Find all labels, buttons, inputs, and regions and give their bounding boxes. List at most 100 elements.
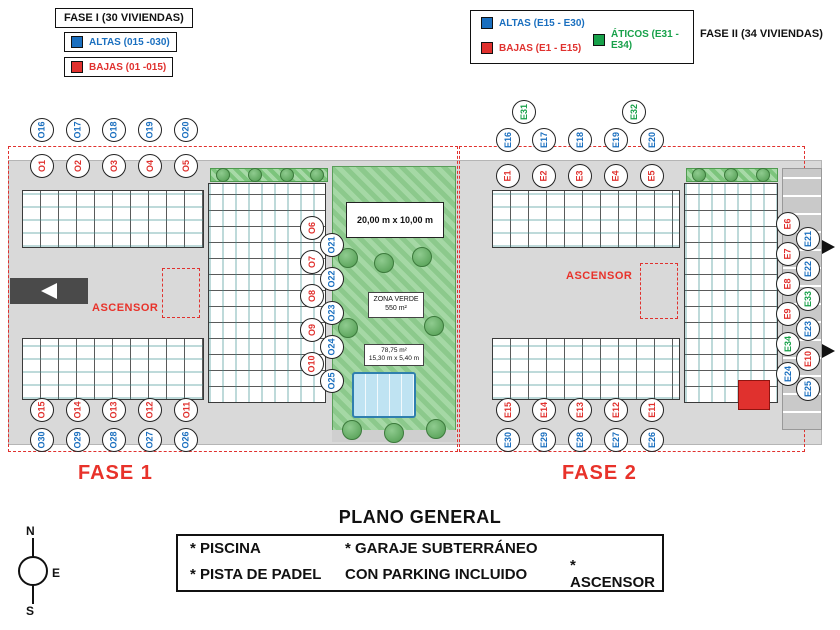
- aticos-color-swatch: [593, 34, 605, 46]
- unit-circle-E19: E19: [604, 128, 628, 152]
- unit-circle-E20: E20: [640, 128, 664, 152]
- unit-circle-E15: E15: [496, 398, 520, 422]
- highlighted-unit: [738, 380, 770, 410]
- unit-circle-E29: E29: [532, 428, 556, 452]
- unit-circle-O19: O19: [138, 118, 162, 142]
- legend-fase1-altas-label: ALTAS (015 -030): [89, 36, 170, 48]
- unit-circle-O24: O24: [320, 335, 344, 359]
- padel-dimensions: 20,00 m x 10,00 m: [356, 215, 434, 225]
- unit-circle-O3: O3: [102, 154, 126, 178]
- tree-icon: [248, 168, 262, 182]
- altas-color-swatch: [71, 36, 83, 48]
- amenity-garaje: * GARAJE SUBTERRÁNEO: [345, 540, 538, 557]
- legend-fase2-altas-label: ALTAS (E15 - E30): [499, 17, 585, 29]
- unit-circle-O21: O21: [320, 233, 344, 257]
- right-arrow-icon: [822, 240, 835, 254]
- unit-circle-O16: O16: [30, 118, 54, 142]
- unit-circle-E22: E22: [796, 257, 820, 281]
- unit-circle-E16: E16: [496, 128, 520, 152]
- unit-circle-O20: O20: [174, 118, 198, 142]
- unit-circle-O22: O22: [320, 267, 344, 291]
- unit-circle-O8: O8: [300, 284, 324, 308]
- altas-color-swatch: [481, 17, 493, 29]
- unit-circle-E17: E17: [532, 128, 556, 152]
- unit-circle-E32: E32: [622, 100, 646, 124]
- entrance-ramp: [10, 278, 88, 304]
- legend-fase1-bajas-label: BAJAS (01 -015): [89, 61, 167, 73]
- fase1-boundary: [8, 146, 458, 452]
- legend-fase2-bajas: BAJAS (E1 - E15): [475, 39, 587, 57]
- tree-icon: [412, 247, 432, 267]
- compass-dial: [18, 556, 48, 586]
- tree-icon: [384, 423, 404, 443]
- zona-verde-label: ZONA VERDE 550 m²: [368, 292, 424, 318]
- legend-fase2-title: FASE II (34 VIVIENDAS): [700, 28, 823, 40]
- unit-circle-E33: E33: [796, 287, 820, 311]
- tree-icon: [374, 253, 394, 273]
- tree-icon: [216, 168, 230, 182]
- unit-circle-O25: O25: [320, 369, 344, 393]
- unit-circle-O27: O27: [138, 428, 162, 452]
- tree-icon: [756, 168, 770, 182]
- fase1-ascensor-label: ASCENSOR: [92, 302, 159, 314]
- unit-circle-E2: E2: [532, 164, 556, 188]
- amenity-ascensor: * ASCENSOR: [570, 557, 656, 591]
- unit-circle-E24: E24: [776, 362, 800, 386]
- unit-circle-E3: E3: [568, 164, 592, 188]
- tree-icon: [310, 168, 324, 182]
- fase2-ascensor-label: ASCENSOR: [566, 270, 633, 282]
- tree-icon: [424, 316, 444, 336]
- legend-fase1-title: FASE I (30 VIVIENDAS): [55, 8, 193, 28]
- swimming-pool: [352, 372, 416, 418]
- unit-circle-O4: O4: [138, 154, 162, 178]
- tree-icon: [426, 419, 446, 439]
- tree-icon: [692, 168, 706, 182]
- pool-label: 78,75 m² 15,30 m x 5,40 m: [364, 344, 424, 366]
- tree-icon: [280, 168, 294, 182]
- fase1-label: FASE 1: [78, 462, 153, 484]
- unit-circle-O17: O17: [66, 118, 90, 142]
- unit-circle-O11: O11: [174, 398, 198, 422]
- unit-circle-O9: O9: [300, 318, 324, 342]
- legend-fase2-box: ALTAS (E15 - E30) BAJAS (E1 - E15) ÁTICO…: [470, 10, 694, 64]
- legend-fase2-bajas-label: BAJAS (E1 - E15): [499, 42, 582, 54]
- legend-fase2-altas: ALTAS (E15 - E30): [475, 14, 591, 32]
- unit-circle-E5: E5: [640, 164, 664, 188]
- unit-circle-O5: O5: [174, 154, 198, 178]
- fase1-ascensor-box: [162, 268, 200, 318]
- unit-circle-O1: O1: [30, 154, 54, 178]
- green-strip: [210, 168, 328, 182]
- compass: N E S: [6, 524, 66, 620]
- unit-circle-O14: O14: [66, 398, 90, 422]
- bajas-color-swatch: [71, 61, 83, 73]
- tree-icon: [724, 168, 738, 182]
- unit-circle-E6: E6: [776, 212, 800, 236]
- unit-circle-O10: O10: [300, 352, 324, 376]
- unit-circle-O30: O30: [30, 428, 54, 452]
- unit-circle-E8: E8: [776, 272, 800, 296]
- unit-circle-E21: E21: [796, 227, 820, 251]
- unit-circle-O13: O13: [102, 398, 126, 422]
- padel-court: 20,00 m x 10,00 m: [346, 202, 444, 238]
- legend-fase1-bajas: BAJAS (01 -015): [64, 57, 174, 77]
- unit-circle-E7: E7: [776, 242, 800, 266]
- unit-circle-E11: E11: [640, 398, 664, 422]
- unit-circle-E34: E34: [776, 332, 800, 356]
- unit-circle-O26: O26: [174, 428, 198, 452]
- unit-circle-E13: E13: [568, 398, 592, 422]
- amenities-box: * PISCINA * GARAJE SUBTERRÁNEO * PISTA D…: [176, 534, 664, 592]
- left-arrow-icon: [41, 283, 57, 299]
- legend-fase1-altas: ALTAS (015 -030): [64, 32, 177, 52]
- zona-verde-text: ZONA VERDE: [373, 296, 419, 304]
- unit-circle-O7: O7: [300, 250, 324, 274]
- fase2-building-top-wing: [492, 190, 680, 248]
- legend-fase2-aticos-label: ÁTICOS (E31 - E34): [611, 29, 679, 51]
